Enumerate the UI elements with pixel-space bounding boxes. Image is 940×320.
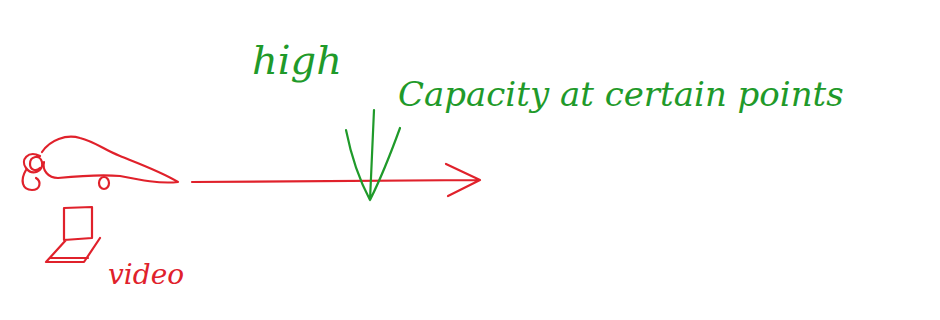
- capacity-marker: [346, 110, 400, 200]
- laptop-sketch: [46, 207, 100, 262]
- note-text: high: [252, 38, 342, 82]
- note-text: Capacity at certain points: [398, 76, 844, 113]
- flow-arrow: [192, 164, 480, 196]
- car-sketch: [42, 137, 178, 183]
- media-label: video: [108, 260, 184, 291]
- car-front-scribble: [23, 154, 43, 190]
- car-wheel: [99, 177, 109, 189]
